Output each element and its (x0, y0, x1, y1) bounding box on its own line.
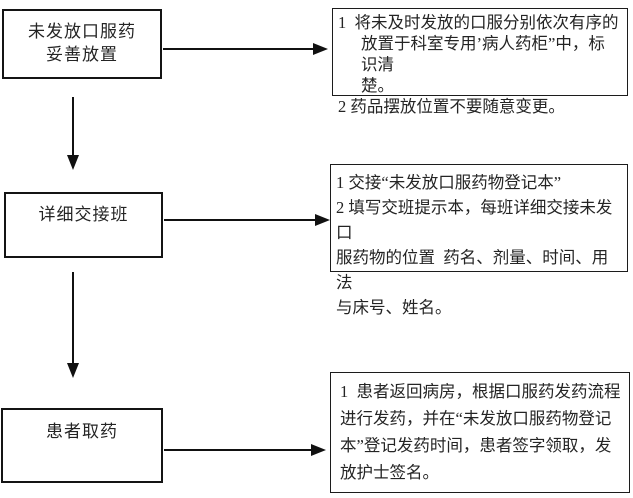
detail-2-line-1: 1 交接“未发放口服药物登记本” (336, 173, 562, 192)
arrow-right-1-shaft (163, 48, 315, 50)
detail-box-2: 1 交接“未发放口服药物登记本” 2 填写交班提示本，每班详细交接未发口 服药物… (330, 164, 628, 317)
arrow-right-1-head-icon (313, 43, 328, 55)
flow-step-2-label-line-1: 详细交接班 (38, 205, 129, 224)
arrow-right-3-head-icon (311, 444, 326, 456)
detail-1-line-2: 放置于科室专用’病人药柜”中，标识清 (361, 34, 605, 74)
detail-1-line-4: 2 药品摆放位置不要随意变更。 (338, 97, 565, 116)
arrow-down-1-shaft (72, 97, 74, 157)
detail-2-line-3: 服药物的位置 药名、剂量、时间、用法 (336, 248, 609, 292)
flow-step-box-1: 未发放口服药 妥善放置 (2, 9, 162, 79)
detail-2-line-2: 2 填写交班提示本，每班详细交接未发口 (336, 198, 613, 242)
arrow-right-2-shaft (164, 219, 317, 221)
arrow-down-2-head-icon (67, 363, 79, 378)
flow-step-1-label-line-2: 妥善放置 (46, 45, 118, 64)
detail-1-line-1: 1 将未及时发放的口服分别依次有序的 (338, 13, 619, 32)
flow-step-box-3: 患者取药 (1, 408, 163, 483)
detail-3-line-2: 进行发药，并在“未发放口服药物登记 (340, 409, 612, 428)
arrow-right-2-head-icon (315, 214, 330, 226)
arrow-right-3-shaft (164, 449, 313, 451)
detail-3-line-3: 本”登记发药时间，患者签字领取，发 (340, 436, 612, 455)
detail-3-line-1: 1 患者返回病房，根据口服药发药流程 (340, 382, 621, 401)
flow-step-3-label-line-1: 患者取药 (46, 422, 118, 441)
detail-3-line-4: 放护士签名。 (340, 463, 439, 482)
arrow-down-2-shaft (72, 272, 74, 365)
detail-box-1: 1 将未及时发放的口服分别依次有序的 放置于科室专用’病人药柜”中，标识清 楚。… (332, 8, 628, 116)
flow-step-1-label-line-1: 未发放口服药 (28, 22, 136, 41)
detail-1-line-3: 楚。 (361, 76, 394, 95)
detail-2-line-4: 与床号、姓名。 (336, 298, 452, 317)
detail-box-3: 1 患者返回病房，根据口服药发药流程 进行发药，并在“未发放口服药物登记 本”登… (330, 372, 630, 493)
flow-step-box-2: 详细交接班 (4, 192, 163, 258)
arrow-down-1-head-icon (67, 155, 79, 170)
